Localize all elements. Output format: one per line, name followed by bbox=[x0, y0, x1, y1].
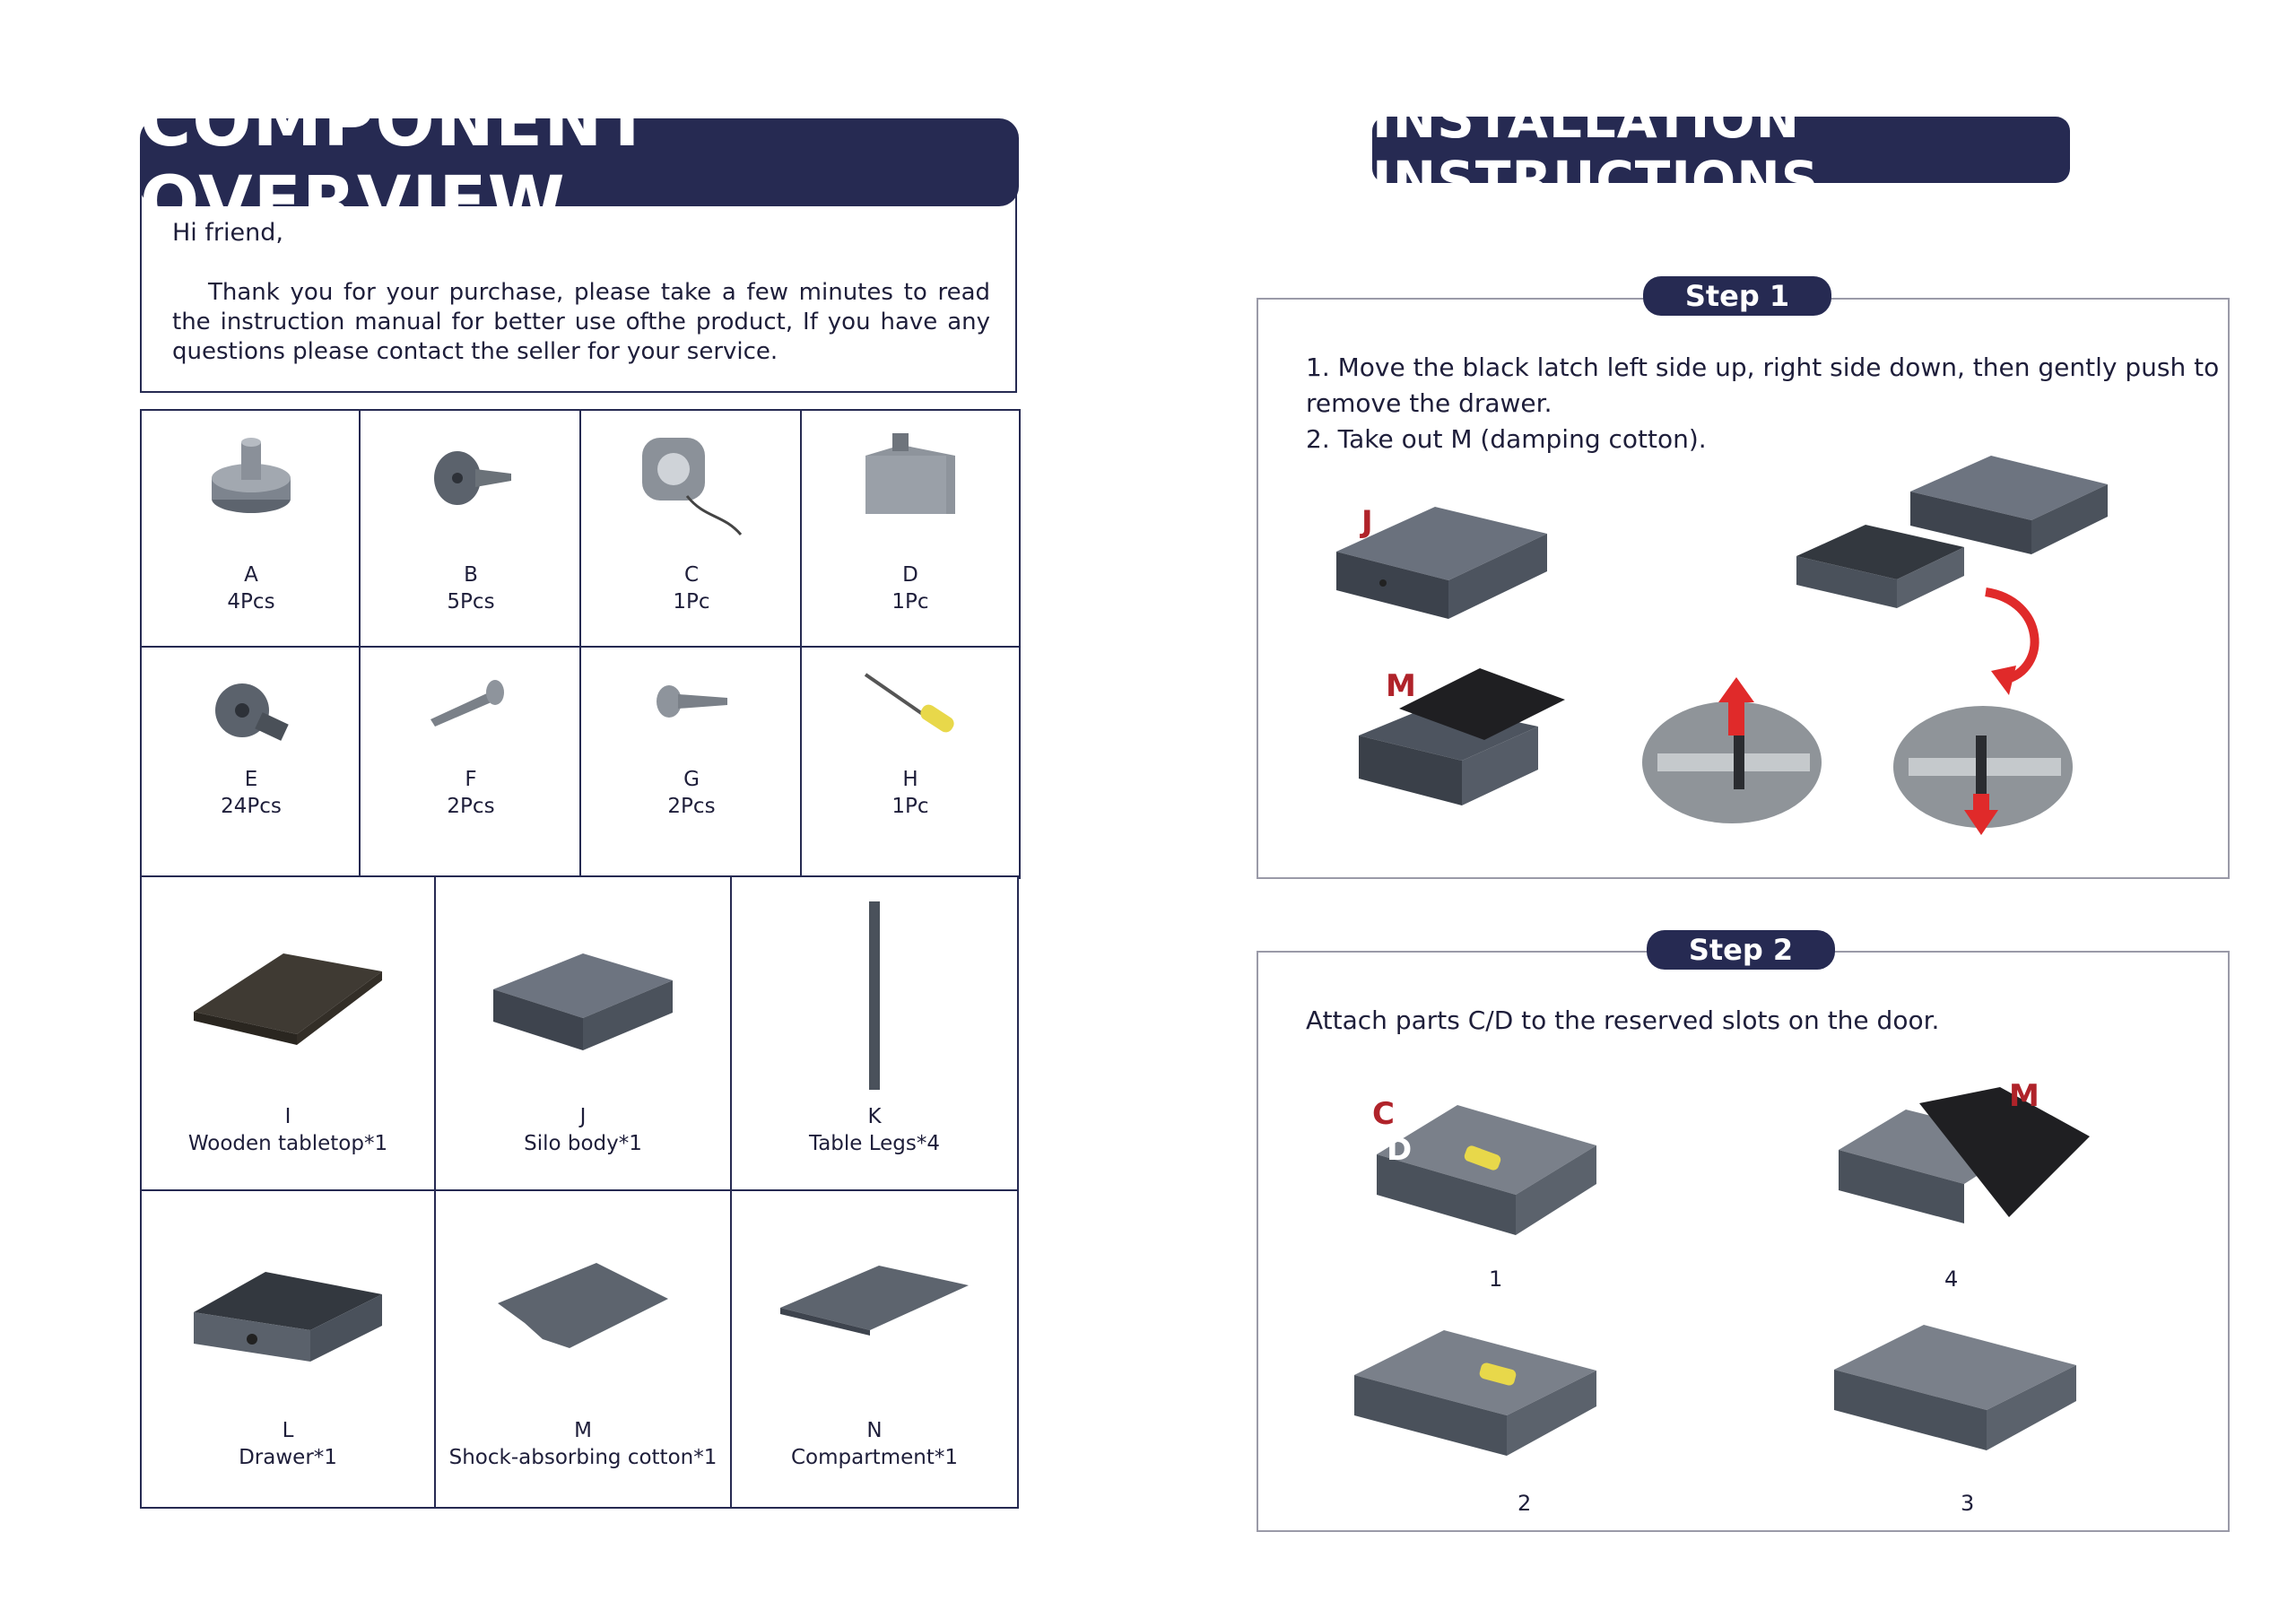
lock-box-icon bbox=[857, 429, 964, 531]
installation-title: INSTALLATION INSTRUCTIONS bbox=[1372, 89, 2070, 211]
part-cell-l: L Drawer*1 bbox=[140, 1189, 436, 1509]
caption-3: 3 bbox=[1961, 1491, 1975, 1516]
part-letter: J bbox=[579, 1105, 587, 1128]
step1-line3: 2. Take out M (damping cotton). bbox=[1306, 424, 1707, 454]
part-cell-h: H 1Pc bbox=[800, 646, 1021, 879]
overview-title: COMPONENT OVERVIEW bbox=[140, 82, 1019, 243]
intro-box bbox=[140, 179, 1017, 393]
part-cell-e: E 24Pcs bbox=[140, 646, 362, 879]
part-cell-n: N Compartment*1 bbox=[730, 1189, 1019, 1509]
part-name: Shock-absorbing cotton*1 bbox=[448, 1446, 718, 1469]
tag-d: D bbox=[1387, 1132, 1413, 1168]
step1-line2: remove the drawer. bbox=[1306, 388, 1552, 418]
caption-2: 2 bbox=[1518, 1491, 1532, 1516]
screw-icon bbox=[422, 429, 520, 531]
drawer-step2-4-icon bbox=[1839, 1087, 2090, 1223]
tabletop-icon bbox=[185, 944, 391, 1056]
bolt-icon bbox=[202, 666, 300, 768]
intro-text: Thank you for your purchase, please take… bbox=[172, 278, 990, 367]
cotton-pad-icon bbox=[489, 1258, 677, 1361]
part-letter: M bbox=[574, 1419, 592, 1442]
drawer-icon bbox=[185, 1258, 391, 1370]
part-letter: B bbox=[464, 563, 478, 587]
caption-1: 1 bbox=[1489, 1266, 1503, 1292]
part-quantity: 1Pc bbox=[891, 590, 929, 614]
part-cell-k: K Table Legs*4 bbox=[730, 875, 1019, 1191]
caption-4: 4 bbox=[1944, 1266, 1959, 1292]
intro-paragraph: Thank you for your purchase, please take… bbox=[172, 279, 990, 365]
curved-arrow-icon bbox=[1985, 588, 2039, 695]
step2-label: Step 2 bbox=[1647, 930, 1835, 970]
step2-box bbox=[1257, 951, 2230, 1532]
long-screw-icon bbox=[422, 666, 520, 741]
part-quantity: 1Pc bbox=[673, 590, 710, 614]
part-letter: C bbox=[683, 563, 700, 587]
part-quantity: 4Pcs bbox=[227, 590, 275, 614]
drawer-step2-2-icon bbox=[1354, 1330, 1596, 1456]
silo-body-closed-icon bbox=[1336, 507, 1547, 619]
tag-m-step1: M bbox=[1386, 668, 1416, 704]
part-cell-a: A 4Pcs bbox=[140, 409, 362, 649]
compartment-icon bbox=[771, 1258, 978, 1343]
step1-line1: 1. Move the black latch left side up, ri… bbox=[1306, 353, 2220, 382]
part-quantity: 5Pcs bbox=[447, 590, 495, 614]
part-letter: N bbox=[866, 1419, 883, 1442]
part-cell-j: J Silo body*1 bbox=[434, 875, 732, 1191]
part-name: Compartment*1 bbox=[791, 1446, 958, 1469]
part-quantity: 2Pcs bbox=[447, 795, 495, 818]
part-quantity: 24Pcs bbox=[221, 795, 282, 818]
part-cell-b: B 5Pcs bbox=[359, 409, 583, 649]
drawer-with-cotton-icon bbox=[1359, 668, 1565, 805]
part-name: Table Legs*4 bbox=[808, 1132, 941, 1155]
part-letter: G bbox=[683, 768, 700, 791]
lock-sensor-icon bbox=[633, 429, 750, 549]
latch-down-detail-icon bbox=[1893, 706, 2073, 835]
part-letter: F bbox=[465, 768, 477, 791]
part-cell-g: G 2Pcs bbox=[579, 646, 804, 879]
drawer-step2-3-icon bbox=[1834, 1325, 2076, 1450]
part-cell-i: I Wooden tabletop*1 bbox=[140, 875, 436, 1191]
drawer-step2-1-icon bbox=[1377, 1105, 1596, 1235]
part-quantity: 1Pc bbox=[891, 795, 929, 818]
part-letter: D bbox=[902, 563, 918, 587]
screwdriver-icon bbox=[857, 666, 964, 750]
part-letter: K bbox=[867, 1105, 882, 1128]
step1-label: Step 1 bbox=[1643, 276, 1831, 316]
part-cell-f: F 2Pcs bbox=[359, 646, 583, 879]
part-letter: L bbox=[282, 1419, 294, 1442]
tag-j: J bbox=[1361, 504, 1373, 540]
part-letter: I bbox=[284, 1105, 291, 1128]
part-name: Wooden tabletop*1 bbox=[187, 1132, 388, 1155]
drawer-removed-icon bbox=[1796, 456, 2108, 608]
part-letter: E bbox=[244, 768, 258, 791]
part-quantity: 2Pcs bbox=[667, 795, 716, 818]
part-letter: H bbox=[902, 768, 918, 791]
part-name: Silo body*1 bbox=[524, 1132, 642, 1155]
part-name: Drawer*1 bbox=[239, 1446, 337, 1469]
short-screw-icon bbox=[642, 666, 741, 741]
part-cell-m: M Shock-absorbing cotton*1 bbox=[434, 1189, 732, 1509]
tag-m-step2: M bbox=[2009, 1078, 2039, 1114]
part-letter: A bbox=[244, 563, 258, 587]
part-cell-d: D 1Pc bbox=[800, 409, 1021, 649]
table-leg-icon bbox=[857, 897, 892, 1098]
latch-up-detail-icon bbox=[1642, 677, 1822, 823]
silo-body-icon bbox=[484, 944, 682, 1065]
part-cell-c: C 1Pc bbox=[579, 409, 804, 649]
step2-text: Attach parts C/D to the reserved slots o… bbox=[1306, 1005, 1940, 1035]
greeting: Hi friend, bbox=[172, 219, 283, 247]
knob-icon bbox=[202, 429, 300, 531]
tag-c: C bbox=[1372, 1096, 1395, 1132]
